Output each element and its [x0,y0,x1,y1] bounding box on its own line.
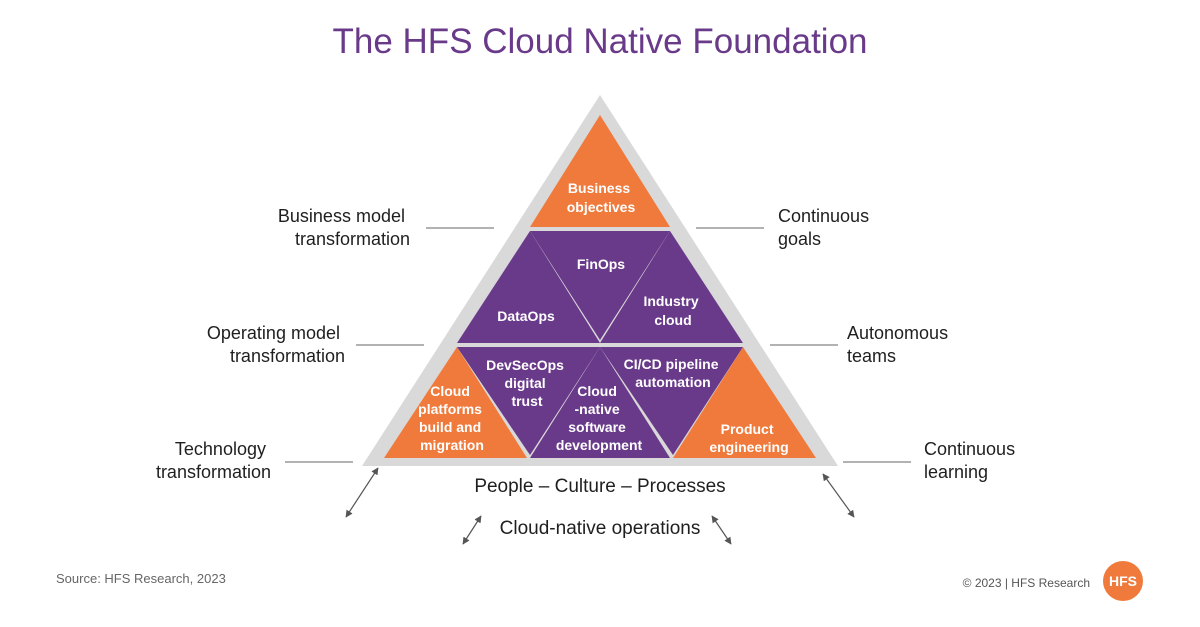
copyright-note: © 2023 | HFS Research [962,576,1090,590]
left-label-technology: Technology transformation [156,439,271,482]
hfs-logo: HFS [1103,561,1143,601]
triangle-cloud-native-dev [530,347,670,458]
source-note: Source: HFS Research, 2023 [56,571,226,586]
label-cicd: CI/CD pipeline automation [624,356,723,390]
label-product-engineering: Product engineering [709,421,788,455]
double-arrow-icon [462,515,482,545]
right-label-continuous-learning: Continuous learning [924,439,1020,482]
base-label-people-culture-processes: People – Culture – Processes [474,476,725,497]
left-label-business-model: Business model transformation [278,206,410,249]
cloud-native-operations-label: Cloud-native operations [500,518,701,539]
label-finops: FinOps [577,256,625,272]
label-dataops: DataOps [497,308,555,324]
label-industry-cloud: Industry cloud [643,293,702,328]
triangle-cicd [600,347,743,455]
right-label-autonomous-teams: Autonomous teams [847,323,953,366]
label-cloud-native-dev: Cloud -native software development [556,383,643,453]
triangle-cloud-platforms [384,347,527,458]
double-arrow-icon [711,515,732,545]
page-title: The HFS Cloud Native Foundation [332,22,868,61]
label-business-objectives: Business objectives [567,180,636,215]
label-devsecops: DevSecOps digital trust [486,357,568,409]
right-label-continuous-goals: Continuous goals [778,206,874,249]
left-label-operating-model: Operating model transformation [207,323,345,366]
double-arrow-icon [822,473,855,518]
label-cloud-platforms: Cloud platforms build and migration [418,383,486,453]
triangle-product-engineering [673,347,816,458]
triangle-industry-cloud [600,231,743,343]
triangle-devsecops [457,347,600,455]
triangle-finops [530,231,670,340]
triangle-dataops [457,231,600,343]
double-arrow-icon [345,467,379,518]
triangle-business-objectives [530,115,670,227]
